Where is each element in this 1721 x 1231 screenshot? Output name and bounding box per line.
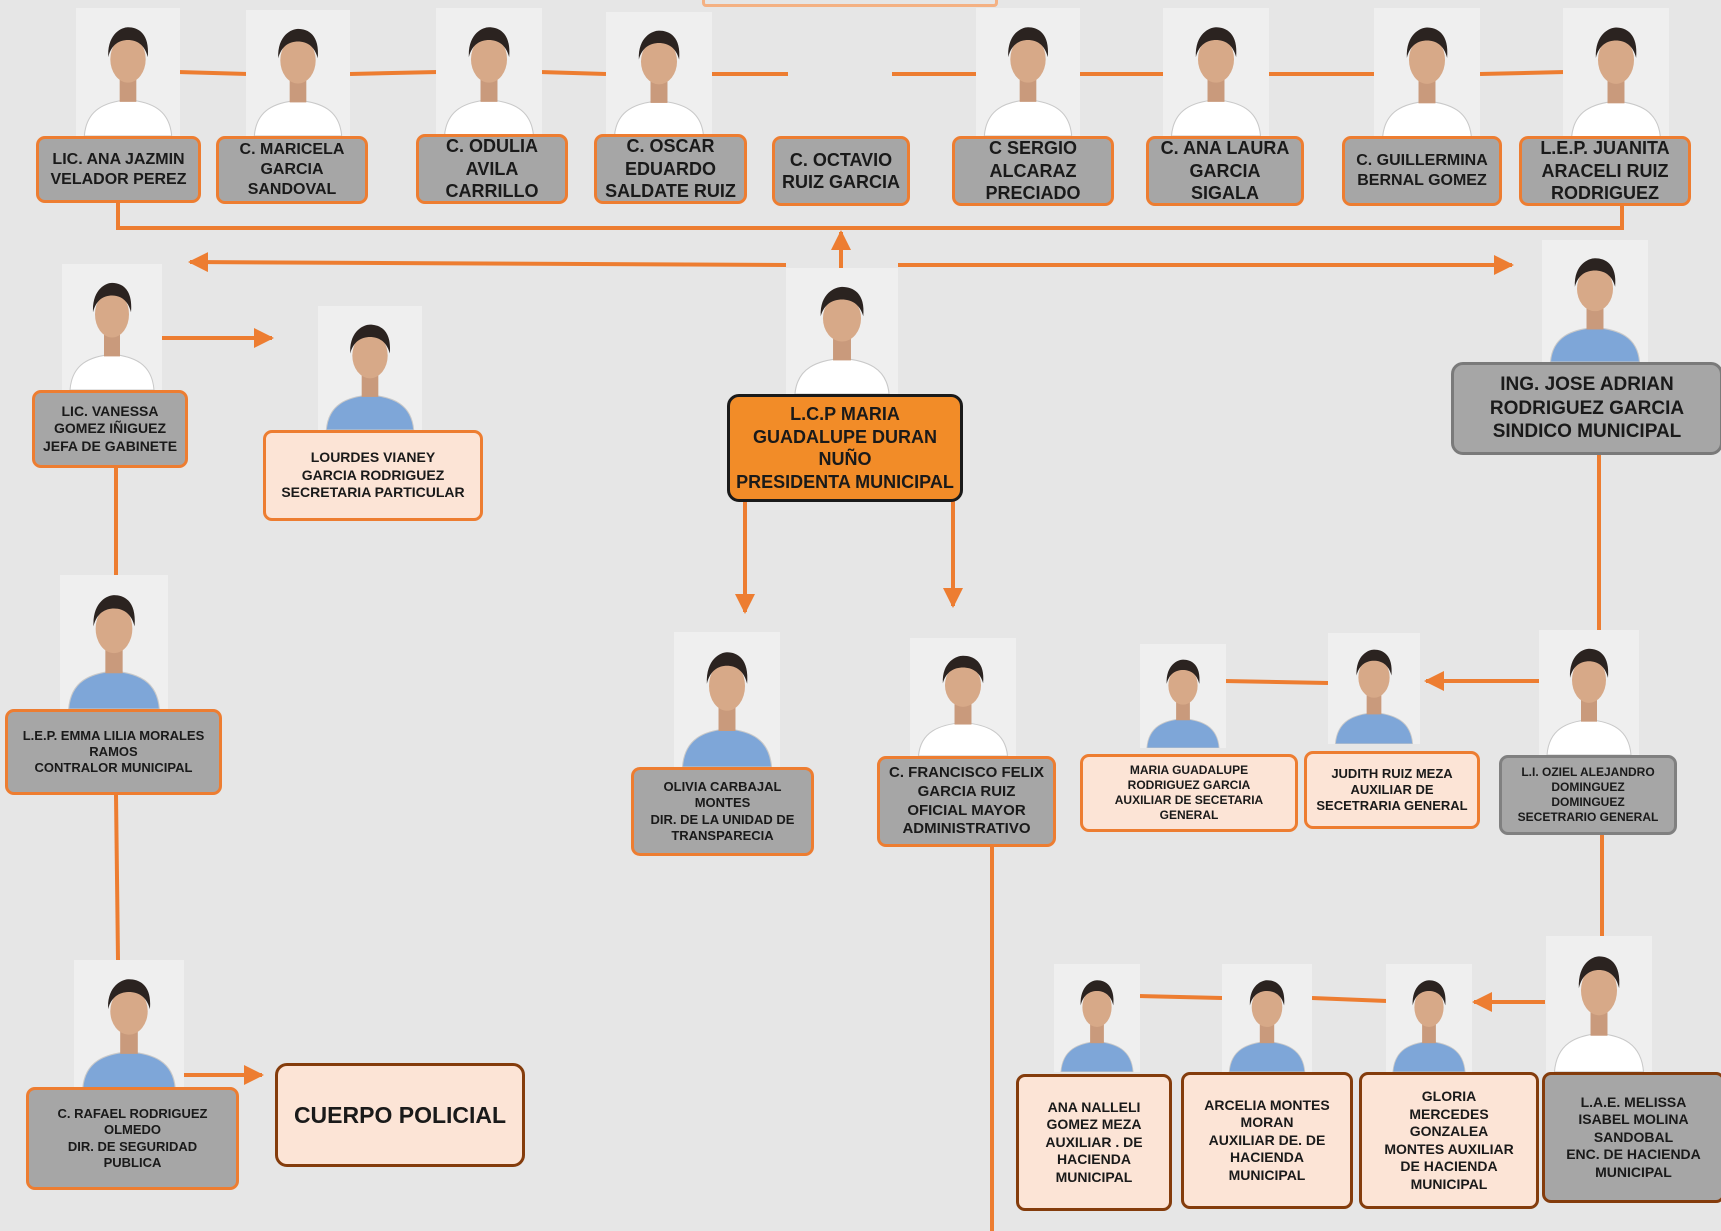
cuerpo-policial-box: CUERPO POLICIAL <box>275 1063 525 1167</box>
photo-oscar <box>606 12 712 136</box>
photo-sindico <box>1542 240 1648 362</box>
person-silhouette-icon <box>436 8 542 136</box>
person-silhouette-icon <box>1546 936 1652 1072</box>
photo-francisco <box>910 638 1016 756</box>
photo-arcelia <box>1222 964 1312 1072</box>
person-silhouette-icon <box>976 8 1080 136</box>
photo-lourdes <box>318 306 422 430</box>
photo-rafael <box>74 960 184 1088</box>
photo-oziel <box>1539 630 1639 755</box>
top-frame-edge <box>702 0 998 7</box>
transparencia-box: OLIVIA CARBAJAL MONTES DIR. DE LA UNIDAD… <box>631 767 814 856</box>
person-silhouette-icon <box>606 12 712 136</box>
aux-hacienda-1-box: ANA NALLELI GOMEZ MEZA AUXILIAR . DE HAC… <box>1016 1074 1172 1211</box>
person-silhouette-icon <box>76 8 180 136</box>
photo-maria-guadalupe <box>1140 644 1226 748</box>
photo-guillermina <box>1374 8 1480 138</box>
person-silhouette-icon <box>1163 8 1269 136</box>
photo-emma <box>60 575 168 709</box>
enc-hacienda-box: L.A.E. MELISSA ISABEL MOLINA SANDOBAL EN… <box>1542 1072 1721 1203</box>
aux-hacienda-2-box: ARCELIA MONTES MORAN AUXILIAR DE. DE HAC… <box>1181 1072 1353 1209</box>
person-silhouette-icon <box>246 10 350 136</box>
secretaria-particular-box: LOURDES VIANEY GARCIA RODRIGUEZ SECRETAR… <box>263 430 483 521</box>
person-silhouette-icon <box>74 960 184 1088</box>
photo-vanessa <box>62 264 162 390</box>
photo-olivia <box>674 632 780 767</box>
person-silhouette-icon <box>674 632 780 767</box>
regidor-box-4: C. OSCAR EDUARDO SALDATE RUIZ <box>594 134 747 204</box>
photo-gloria <box>1386 964 1472 1072</box>
person-silhouette-icon <box>1222 964 1312 1072</box>
regidor-box-5: C. OCTAVIO RUIZ GARCIA <box>772 136 910 206</box>
photo-presidenta <box>786 268 898 394</box>
contralor-box: L.E.P. EMMA LILIA MORALES RAMOS CONTRALO… <box>5 709 222 795</box>
regidor-box-2: C. MARICELA GARCIA SANDOVAL <box>216 136 368 204</box>
person-silhouette-icon <box>1539 630 1639 755</box>
sindico-box: ING. JOSE ADRIAN RODRIGUEZ GARCIA SINDIC… <box>1451 362 1721 455</box>
person-silhouette-icon <box>1386 964 1472 1072</box>
person-silhouette-icon <box>786 268 898 394</box>
secretario-general-box: L.I. OZIEL ALEJANDRO DOMINGUEZ DOMINGUEZ… <box>1499 755 1677 835</box>
regidor-box-8: C. GUILLERMINA BERNAL GOMEZ <box>1342 136 1502 206</box>
person-silhouette-icon <box>910 638 1016 756</box>
presidenta-box: L.C.P MARIA GUADALUPE DURAN NUÑO PRESIDE… <box>727 394 963 502</box>
person-silhouette-icon <box>1563 8 1669 138</box>
aux-hacienda-3-box: GLORIA MERCEDES GONZALEA MONTES AUXILIAR… <box>1359 1072 1539 1209</box>
regidor-box-7: C. ANA LAURA GARCIA SIGALA <box>1146 136 1304 206</box>
seguridad-box: C. RAFAEL RODRIGUEZ OLMEDO DIR. DE SEGUR… <box>26 1087 239 1190</box>
photo-ana-nalleli <box>1054 964 1140 1072</box>
person-silhouette-icon <box>1140 644 1226 748</box>
photo-maricela <box>246 10 350 136</box>
person-silhouette-icon <box>1542 240 1648 362</box>
photo-ana-laura <box>1163 8 1269 136</box>
aux-secretaria-2-box: JUDITH RUIZ MEZA AUXILIAR DE SECETRARIA … <box>1304 751 1480 829</box>
regidor-box-9: L.E.P. JUANITA ARACELI RUIZ RODRIGUEZ <box>1519 136 1691 206</box>
regidor-box-3: C. ODULIA AVILA CARRILLO <box>416 134 568 204</box>
photo-judith <box>1328 633 1420 744</box>
photo-sergio <box>976 8 1080 136</box>
regidor-box-1: LIC. ANA JAZMIN VELADOR PEREZ <box>36 136 201 203</box>
person-silhouette-icon <box>318 306 422 430</box>
person-silhouette-icon <box>1328 633 1420 744</box>
regidor-box-6: C SERGIO ALCARAZ PRECIADO <box>952 136 1114 206</box>
person-silhouette-icon <box>1054 964 1140 1072</box>
person-silhouette-icon <box>62 264 162 390</box>
photo-juanita <box>1563 8 1669 138</box>
person-silhouette-icon <box>1374 8 1480 138</box>
person-silhouette-icon <box>60 575 168 709</box>
photo-melissa <box>1546 936 1652 1072</box>
aux-secretaria-1-box: MARIA GUADALUPE RODRIGUEZ GARCIA AUXILIA… <box>1080 754 1298 832</box>
photo-ana-jazmin <box>76 8 180 136</box>
oficial-mayor-box: C. FRANCISCO FELIX GARCIA RUIZ OFICIAL M… <box>877 756 1056 847</box>
jefa-gabinete-box: LIC. VANESSA GOMEZ IÑIGUEZ JEFA DE GABIN… <box>32 390 188 468</box>
photo-odulia <box>436 8 542 136</box>
